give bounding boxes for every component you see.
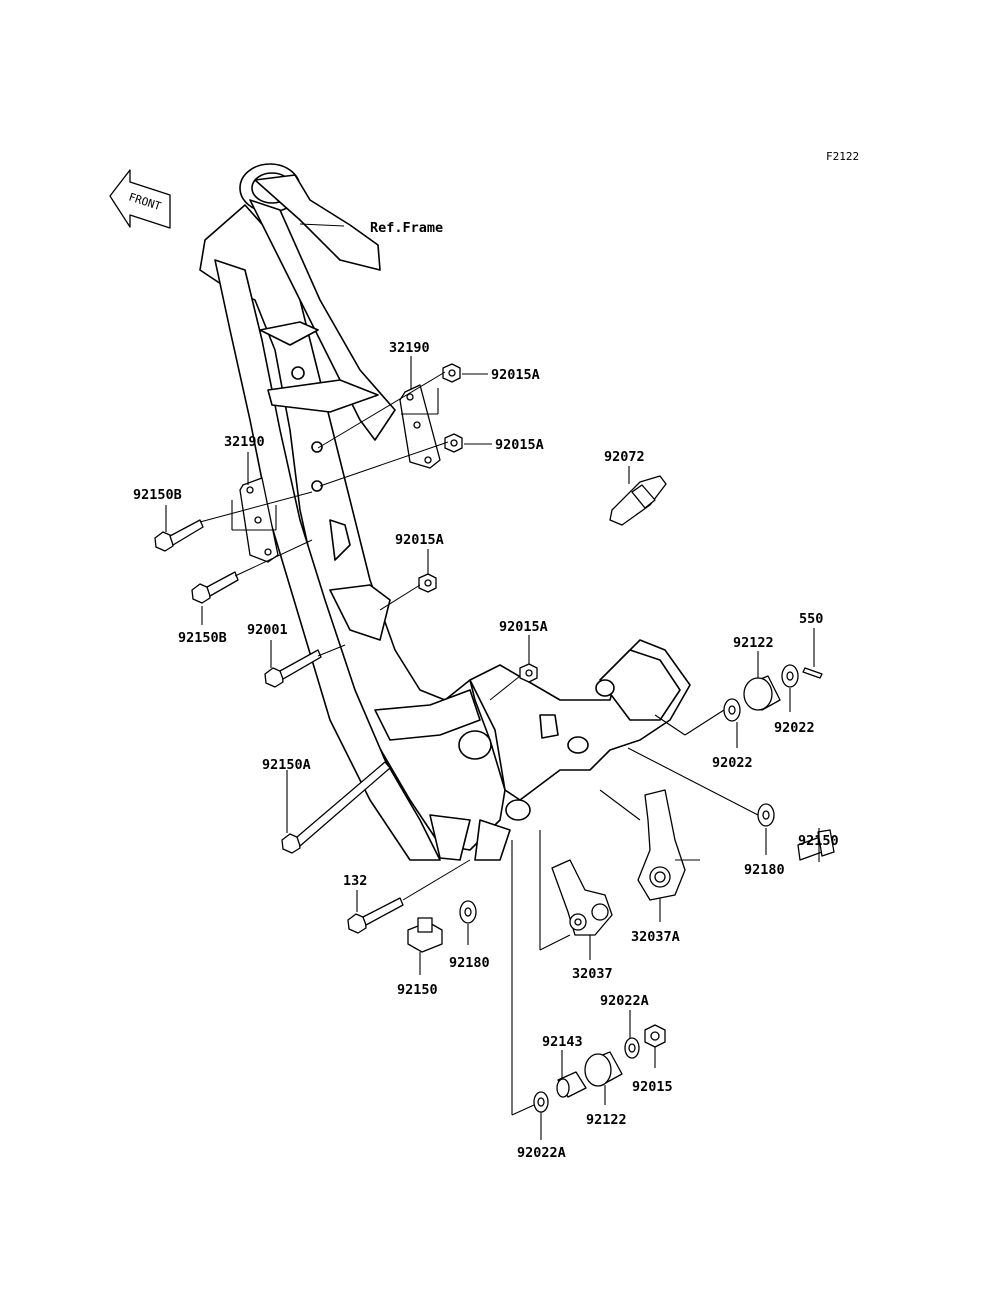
nut-92015A-2 bbox=[444, 433, 463, 453]
bolt-92150-right bbox=[797, 829, 835, 861]
figure-code: F2122 bbox=[826, 150, 859, 163]
label-92001: 92001 bbox=[247, 622, 288, 638]
bolt-92001 bbox=[264, 649, 322, 688]
collar-92122-right bbox=[743, 675, 781, 711]
label-92143: 92143 bbox=[542, 1034, 583, 1050]
label-92015A-2: 92015A bbox=[495, 437, 544, 453]
collar-92122-bottom bbox=[584, 1051, 623, 1087]
label-92072: 92072 bbox=[604, 449, 645, 465]
label-92180-right: 92180 bbox=[744, 862, 785, 878]
label-550: 550 bbox=[799, 611, 823, 627]
label-132: 132 bbox=[343, 873, 367, 889]
washer-92022A-top bbox=[624, 1037, 640, 1059]
washer-92180-right bbox=[757, 803, 775, 827]
label-32190-left: 32190 bbox=[224, 434, 265, 450]
bracket-32037A bbox=[637, 789, 686, 901]
label-92015: 92015 bbox=[632, 1079, 673, 1095]
nut-92015A-1 bbox=[442, 363, 461, 383]
washer-92022-right2 bbox=[723, 698, 741, 722]
leader-lines bbox=[165, 223, 820, 1140]
bolt-92150A bbox=[281, 761, 391, 854]
label-92122-bottom: 92122 bbox=[586, 1112, 627, 1128]
front-arrow-icon: FRONT bbox=[109, 169, 171, 229]
label-ref-frame: Ref.Frame bbox=[370, 220, 443, 236]
label-92150-right: 92150 bbox=[798, 833, 839, 849]
washer-92180-bottom bbox=[459, 900, 477, 924]
label-92022A-bottom: 92022A bbox=[517, 1145, 566, 1161]
label-92015A-1: 92015A bbox=[491, 367, 540, 383]
label-92015A-4: 92015A bbox=[499, 619, 548, 635]
label-32190-top: 32190 bbox=[389, 340, 430, 356]
label-92150B-2: 92150B bbox=[178, 630, 227, 646]
washer-92022A-bottom bbox=[533, 1091, 549, 1113]
label-32037A: 32037A bbox=[631, 929, 680, 945]
washer-92022-right1 bbox=[781, 664, 799, 688]
label-92022-right2: 92022 bbox=[712, 755, 753, 771]
bolt-92150-bottom bbox=[407, 917, 443, 953]
clamp-92072 bbox=[609, 475, 667, 526]
frame-drawing bbox=[199, 163, 691, 861]
label-32037: 32037 bbox=[572, 966, 613, 982]
label-92150-bottom: 92150 bbox=[397, 982, 438, 998]
bolt-92150B-2 bbox=[191, 571, 239, 604]
label-92022A-top: 92022A bbox=[600, 993, 649, 1009]
nut-92015 bbox=[644, 1024, 666, 1048]
cotter-pin-550 bbox=[802, 667, 823, 679]
bolt-92150B-1 bbox=[154, 519, 204, 552]
label-92022-right1: 92022 bbox=[774, 720, 815, 736]
label-92150B-1: 92150B bbox=[133, 487, 182, 503]
part-number-labels: Ref.Frame 32190 92015A 92015A 32190 9207… bbox=[133, 220, 839, 1161]
label-92122-right: 92122 bbox=[733, 635, 774, 651]
nut-92015A-4 bbox=[519, 663, 538, 683]
label-92150A: 92150A bbox=[262, 757, 311, 773]
bolt-132 bbox=[347, 897, 404, 934]
label-92180-bottom: 92180 bbox=[449, 955, 490, 971]
sleeve-92143 bbox=[556, 1071, 587, 1098]
nut-92015A-3 bbox=[418, 573, 437, 593]
label-92015A-3: 92015A bbox=[395, 532, 444, 548]
